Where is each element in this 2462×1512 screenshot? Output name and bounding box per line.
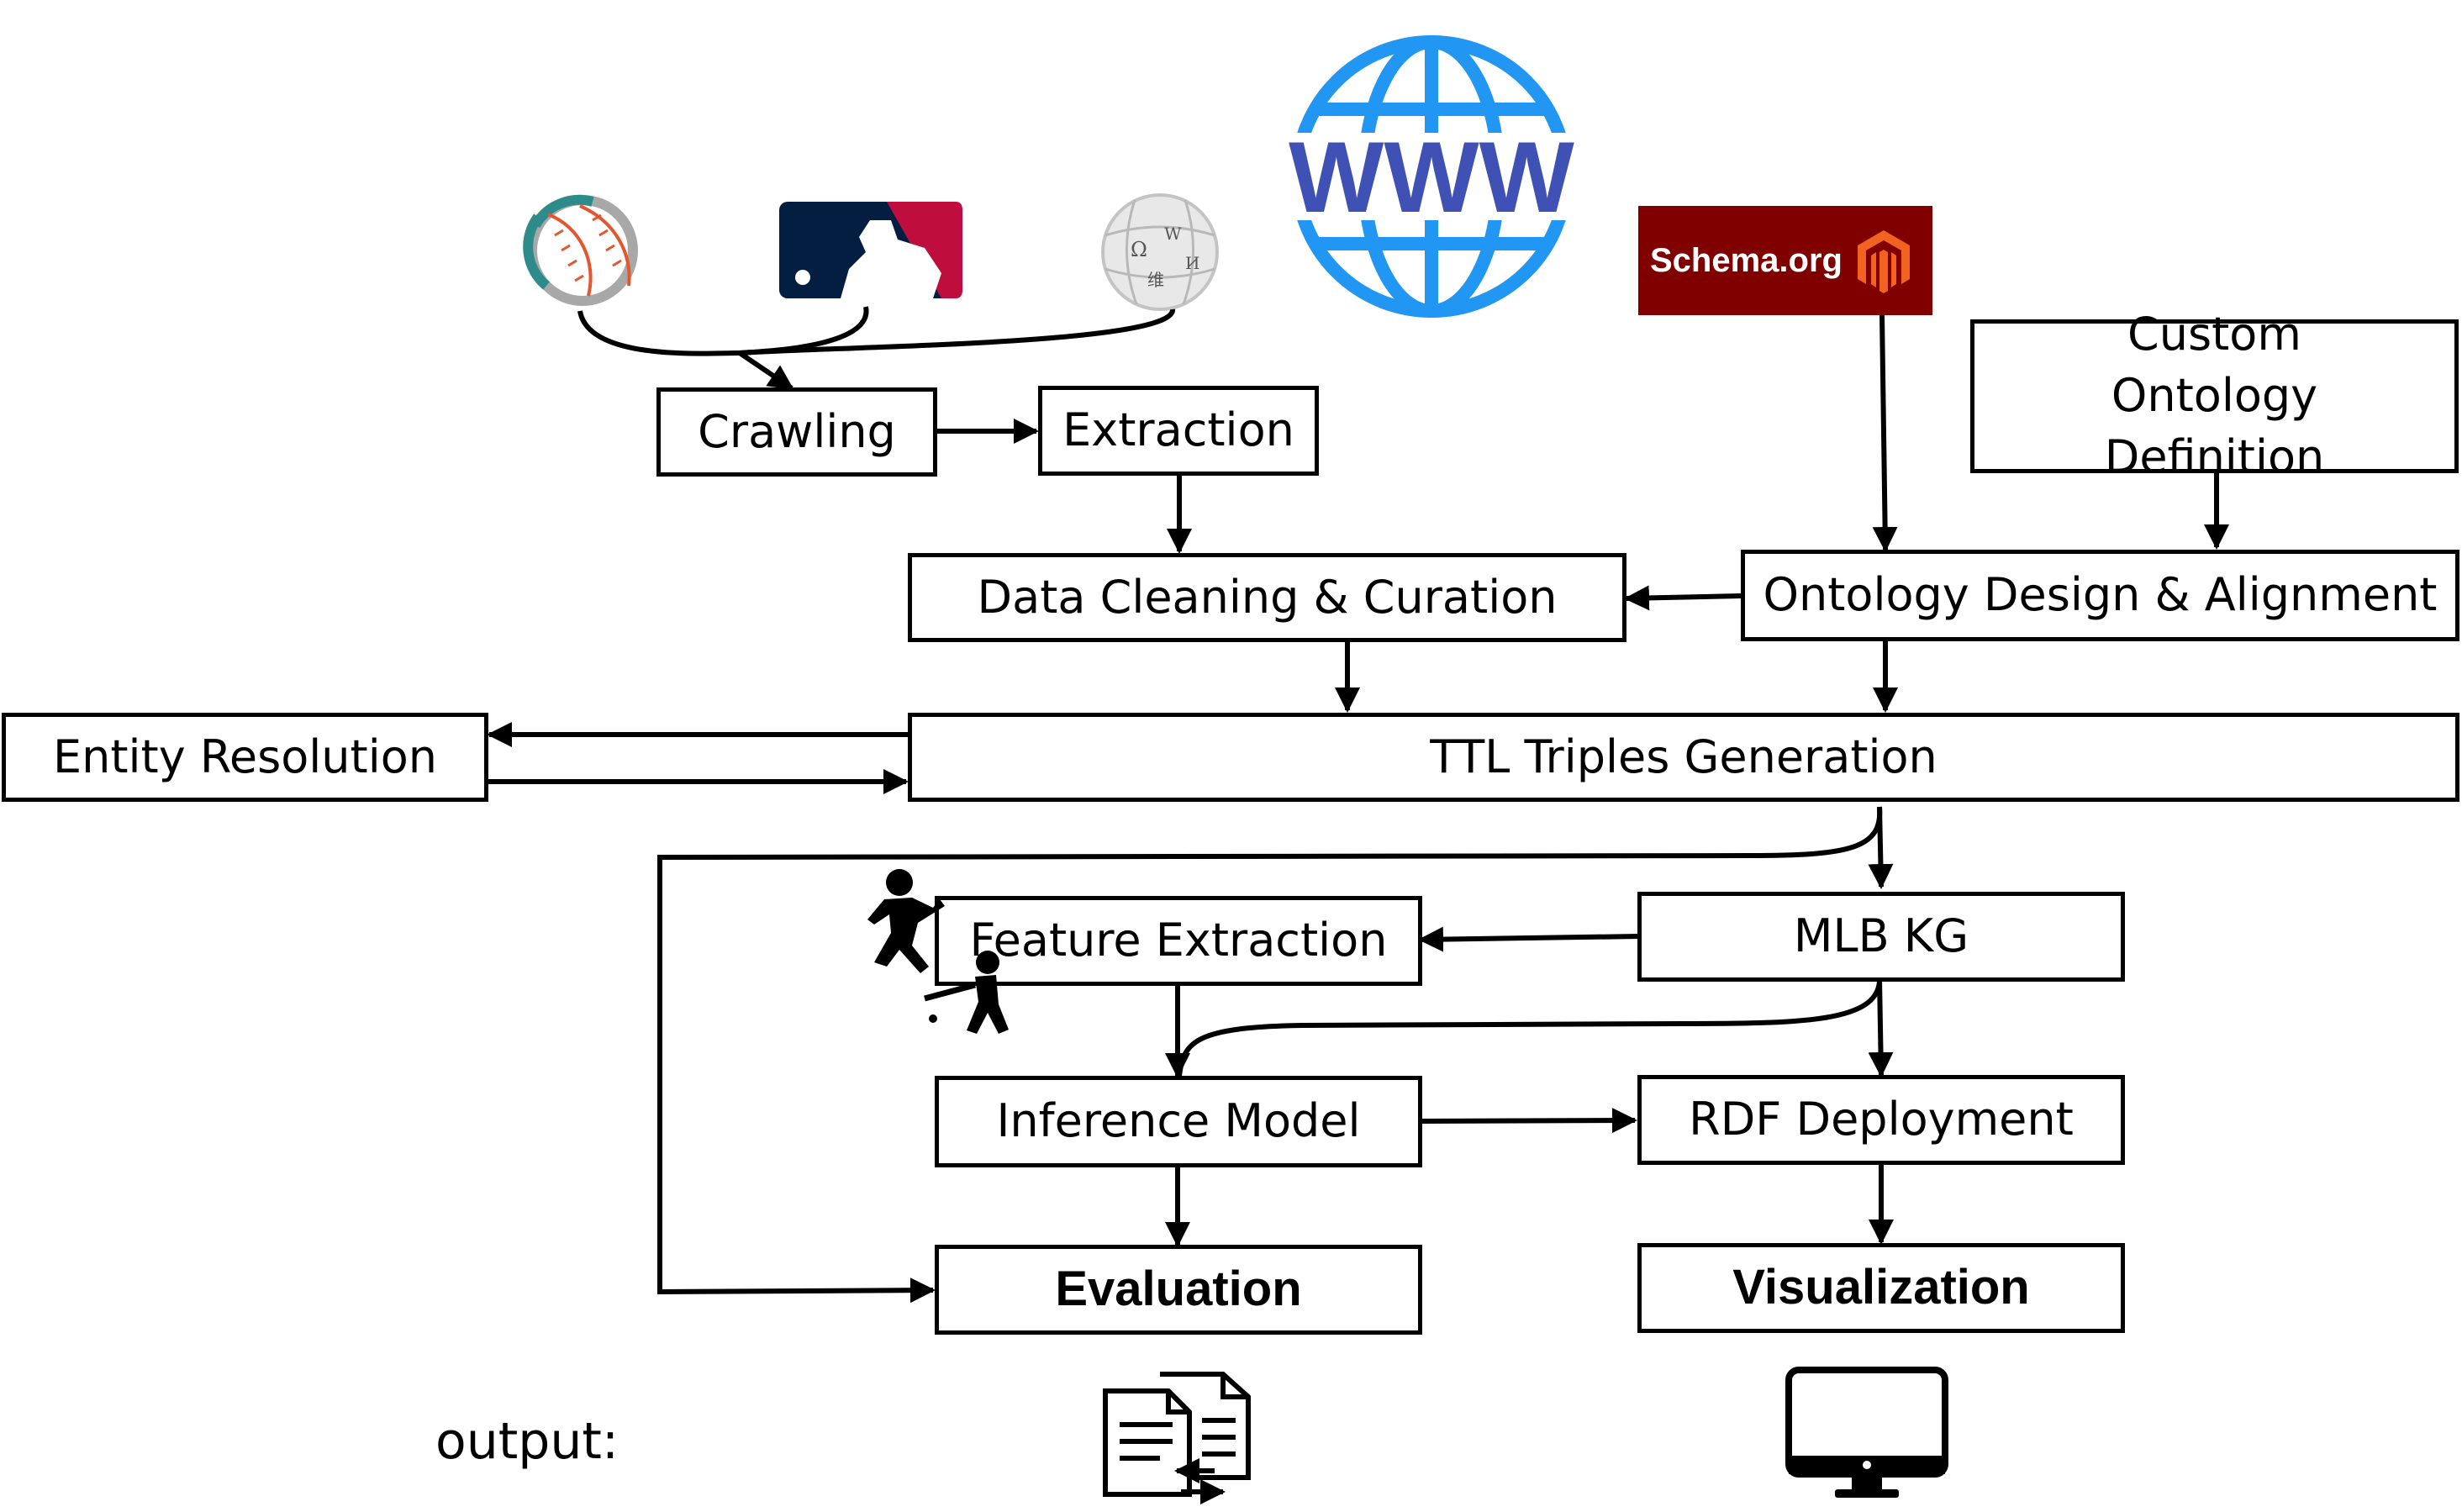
- ontology-design-box: Ontology Design & Alignment: [1741, 550, 2459, 641]
- ttl-triples-box: TTL Triples Generation: [908, 713, 2459, 802]
- svg-text:W: W: [1164, 224, 1182, 244]
- output-label: output:: [435, 1412, 619, 1471]
- baseball-icon: [523, 194, 638, 306]
- entity-resolution-box: Entity Resolution: [2, 713, 488, 802]
- inference-model-box: Inference Model: [935, 1076, 1422, 1167]
- www-globe-icon: WWW: [1278, 35, 1585, 318]
- visualization-box: Visualization: [1637, 1243, 2125, 1333]
- svg-text:Ω: Ω: [1131, 238, 1147, 261]
- svg-text:И: И: [1185, 253, 1199, 273]
- feature-extraction-box: Feature Extraction: [935, 896, 1422, 986]
- batter-icon: [924, 951, 1009, 1034]
- evaluation-box: Evaluation: [935, 1245, 1422, 1335]
- www-label: WWW: [1289, 121, 1575, 234]
- data-cleaning-box: Data Cleaning & Curation: [908, 553, 1626, 642]
- magento-logo-icon: [1857, 230, 1910, 293]
- rdf-deployment-box: RDF Deployment: [1637, 1075, 2125, 1165]
- extraction-box: Extraction: [1038, 386, 1319, 476]
- crawling-box: Crawling: [656, 387, 937, 477]
- mlb-kg-box: MLB KG: [1637, 892, 2125, 982]
- svg-text:维: 维: [1147, 270, 1164, 290]
- custom-ontology-box: Custom Ontology Definition: [1970, 308, 2459, 483]
- mlb-logo-icon: [779, 202, 962, 298]
- schema-org-label: Schema.org: [1650, 241, 1843, 279]
- pitcher-icon: [867, 869, 945, 973]
- wikipedia-globe-icon: Ω W И 维: [1101, 193, 1219, 311]
- documents-exchange-icon: [1103, 1372, 1251, 1504]
- monitor-icon: [1785, 1367, 1948, 1498]
- schema-org-logo: Schema.org: [1638, 206, 1932, 315]
